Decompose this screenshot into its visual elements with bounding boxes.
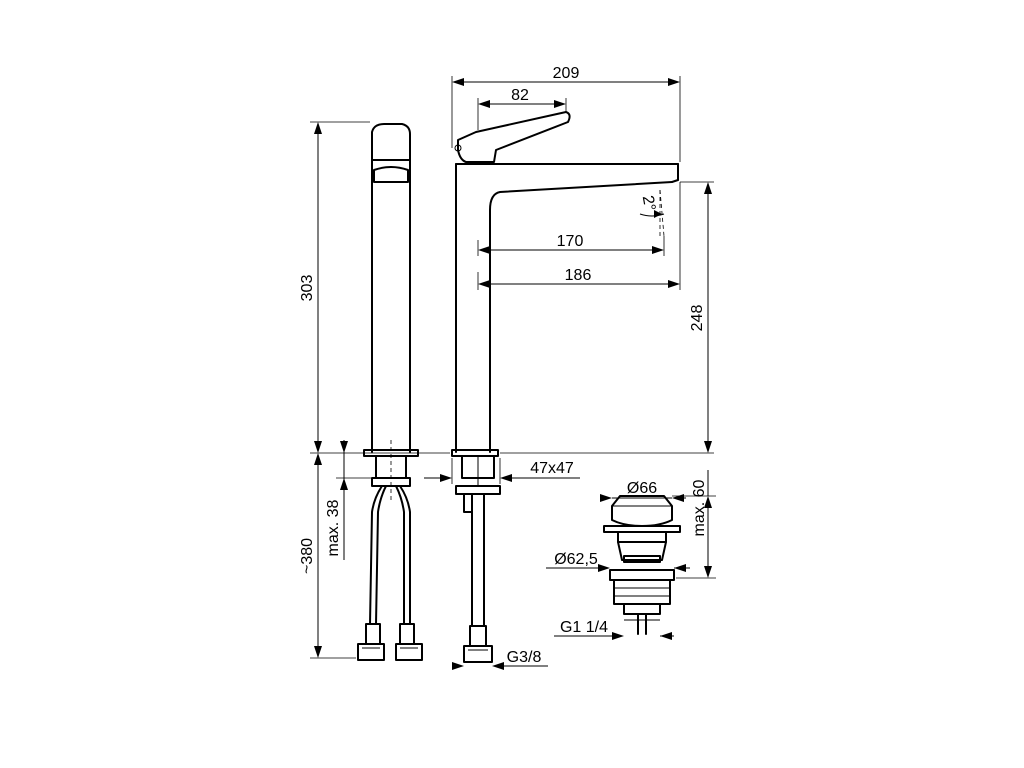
waste-thread-label: G1 1/4 [560, 619, 608, 636]
total-height-label: 303 [299, 275, 316, 302]
waste-valve [603, 495, 681, 635]
max-deck-label: max. 38 [325, 499, 342, 556]
dimension-reach-inner: 170 [477, 233, 665, 256]
reach-inner-label: 170 [557, 233, 584, 250]
dimension-spout-angle: 2° [639, 189, 665, 237]
dimension-max-deck: max. 38 [325, 440, 372, 560]
lever-length-label: 82 [511, 87, 529, 104]
dimension-base-size: 47x47 [424, 458, 580, 484]
waste-body-label: Ø62,5 [554, 551, 598, 568]
dimension-total-height: 303 [299, 121, 450, 454]
spout-height-label: 248 [689, 305, 706, 332]
dimension-hose-thread: G3/8 [452, 649, 548, 670]
reach-outer-label: 186 [565, 267, 592, 284]
faucet-front-view [451, 111, 679, 663]
dimension-lever-length: 82 [477, 87, 567, 130]
spout-angle-label: 2° [639, 194, 658, 212]
dimension-waste-body: Ø62,5 [546, 551, 690, 572]
dimension-waste-thread: G1 1/4 [554, 619, 674, 640]
total-length-label: 209 [553, 65, 580, 82]
dimension-waste-height: max. 60 [672, 470, 716, 579]
hose-thread-label: G3/8 [507, 649, 542, 666]
faucet-side-view [357, 123, 423, 661]
dimension-spout-height: 248 [500, 181, 714, 454]
hose-length-label: ~380 [299, 538, 316, 574]
dimension-total-length: 209 [451, 65, 681, 162]
dimension-hose-length: ~380 [299, 453, 356, 659]
waste-height-label: max. 60 [691, 479, 708, 536]
waste-cap-label: Ø66 [627, 480, 657, 497]
dimension-reach-outer: 186 [477, 182, 681, 290]
dimension-waste-cap: Ø66 [600, 480, 686, 502]
base-size-label: 47x47 [530, 460, 574, 477]
